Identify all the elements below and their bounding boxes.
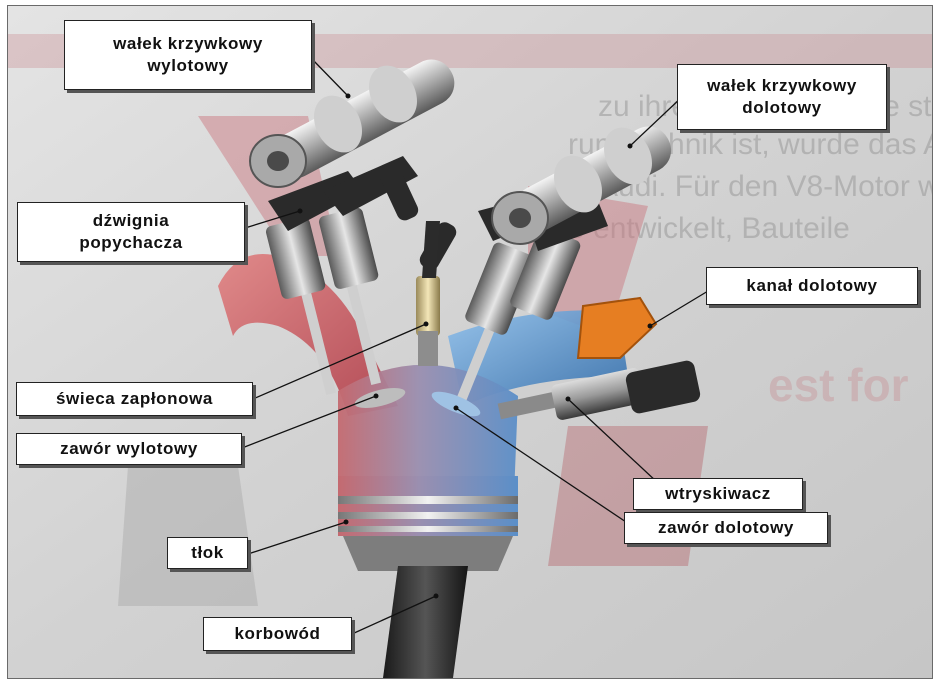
leader-line-intake-port — [650, 288, 713, 326]
leader-dot — [434, 594, 439, 599]
leader-line-spark-plug — [253, 324, 426, 399]
label-intake-camshaft: wałek krzywkowy dolotowy — [677, 64, 887, 130]
label-spark-plug: świeca zapłonowa — [16, 382, 253, 416]
leader-line-injector — [568, 399, 658, 483]
leader-line-connecting-rod — [352, 596, 436, 634]
label-piston: tłok — [167, 537, 248, 569]
label-intake-port: kanał dolotowy — [706, 267, 918, 305]
label-intake-port-text: kanał dolotowy — [746, 275, 877, 297]
label-connecting-rod: korbowód — [203, 617, 352, 651]
leader-dot — [454, 406, 459, 411]
leader-dot — [628, 144, 633, 149]
label-injector: wtryskiwacz — [633, 478, 803, 510]
label-exhaust-valve-text: zawór wylotowy — [60, 438, 198, 460]
label-exhaust-camshaft-line2: wylotowy — [147, 55, 228, 77]
label-intake-valve-text: zawór dolotowy — [658, 517, 794, 539]
label-rocker-arm-line1: dźwignia — [93, 210, 170, 232]
label-intake-camshaft-line1: wałek krzywkowy — [707, 75, 857, 97]
label-spark-plug-text: świeca zapłonowa — [56, 388, 213, 410]
leader-line-exhaust-valve — [242, 396, 376, 448]
leader-line-intake-valve — [456, 408, 632, 526]
leader-dot — [424, 322, 429, 327]
label-rocker-arm: dźwignia popychacza — [17, 202, 245, 262]
label-exhaust-camshaft-line1: wałek krzywkowy — [113, 33, 263, 55]
leader-line-piston — [248, 522, 346, 554]
label-intake-valve: zawór dolotowy — [624, 512, 828, 544]
leader-dot — [346, 94, 351, 99]
engine-illustration-frame: zu ihrer Einführung die stroce rum techn… — [7, 5, 933, 679]
leader-dot — [298, 209, 303, 214]
label-exhaust-camshaft: wałek krzywkowy wylotowy — [64, 20, 312, 90]
label-injector-text: wtryskiwacz — [665, 483, 771, 505]
label-intake-camshaft-line2: dolotowy — [742, 97, 821, 119]
label-rocker-arm-line2: popychacza — [79, 232, 182, 254]
label-connecting-rod-text: korbowód — [234, 623, 320, 645]
label-exhaust-valve: zawór wylotowy — [16, 433, 242, 465]
leader-dot — [648, 324, 653, 329]
leader-line-rocker-arm — [245, 211, 300, 228]
leader-dot — [374, 394, 379, 399]
leader-dot — [344, 520, 349, 525]
leader-line-exhaust-camshaft — [311, 58, 348, 96]
label-piston-text: tłok — [191, 542, 224, 564]
leader-dot — [566, 397, 571, 402]
leader-line-intake-camshaft — [630, 96, 683, 146]
